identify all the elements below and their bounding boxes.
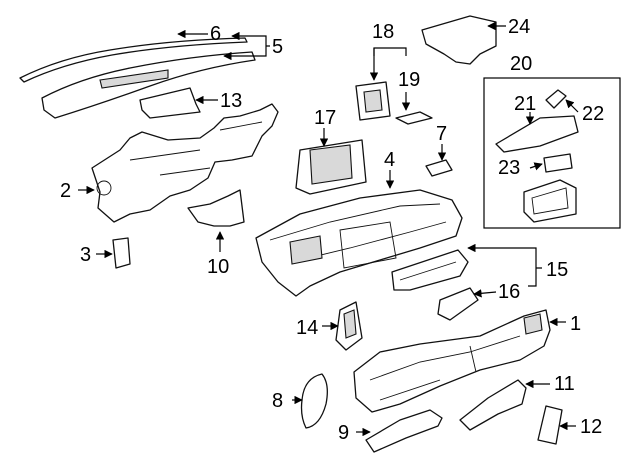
part-21-lid[interactable]: [495, 115, 579, 153]
callout-10: 10: [207, 256, 229, 278]
callout-22: 22: [582, 103, 604, 125]
leaders: [78, 21, 579, 437]
part-8-cover[interactable]: [300, 373, 328, 429]
part-4-instrument-panel[interactable]: [255, 189, 463, 297]
callout-20: 20: [510, 53, 532, 75]
part-3-bracket[interactable]: [112, 237, 131, 269]
part-9-knee-bolster[interactable]: [365, 409, 443, 453]
callout-2: 2: [60, 180, 71, 202]
part-15-glove-box-door[interactable]: [391, 249, 469, 291]
callout-8: 8: [272, 390, 283, 412]
callout-21: 21: [514, 93, 536, 115]
callout-19: 19: [398, 69, 420, 91]
part-11-lower-trim[interactable]: [459, 379, 527, 431]
callout-16: 16: [498, 281, 520, 303]
callout-labels: 6 5 13 2 3 10 17 18 19 7 4 24 20 21 22 2…: [60, 16, 604, 444]
callout-7: 7: [436, 123, 447, 145]
part-1-lower-carrier[interactable]: [353, 309, 551, 413]
part-16-glove-box-bin[interactable]: [437, 287, 479, 321]
callout-14: 14: [296, 317, 318, 339]
part-24-compartment[interactable]: [421, 15, 497, 65]
part-18-switch[interactable]: [355, 81, 391, 121]
callout-24: 24: [508, 16, 530, 38]
part-2-cross-car-beam[interactable]: [91, 103, 279, 223]
part-20-group-box: [483, 77, 621, 229]
callout-6: 6: [210, 23, 221, 45]
callout-1: 1: [570, 313, 581, 335]
part-7-pad[interactable]: [425, 159, 453, 177]
callout-13: 13: [220, 90, 242, 112]
callout-3: 3: [80, 244, 91, 266]
part-14-bracket[interactable]: [335, 301, 363, 351]
part-10-duct[interactable]: [187, 189, 245, 227]
callout-17: 17: [314, 107, 336, 129]
part-22-latch[interactable]: [545, 89, 567, 109]
callout-15: 15: [546, 259, 568, 281]
part-5-defroster-panel[interactable]: [41, 51, 256, 119]
part-6-defroster-strip[interactable]: [19, 37, 248, 83]
callout-12: 12: [580, 416, 602, 438]
part-19-pad[interactable]: [395, 111, 433, 125]
part-13-filler-panel[interactable]: [139, 87, 201, 119]
part-12-side-panel[interactable]: [537, 405, 563, 445]
part-20-storage-bin[interactable]: [523, 179, 577, 223]
part-17-radio-bezel[interactable]: [295, 139, 367, 195]
callout-11: 11: [554, 373, 575, 395]
callout-23: 23: [498, 157, 520, 179]
callout-9: 9: [338, 422, 349, 444]
callout-4: 4: [384, 149, 395, 171]
part-23-cup-holder[interactable]: [543, 153, 573, 173]
callout-5: 5: [272, 36, 283, 58]
callout-18: 18: [372, 21, 394, 43]
